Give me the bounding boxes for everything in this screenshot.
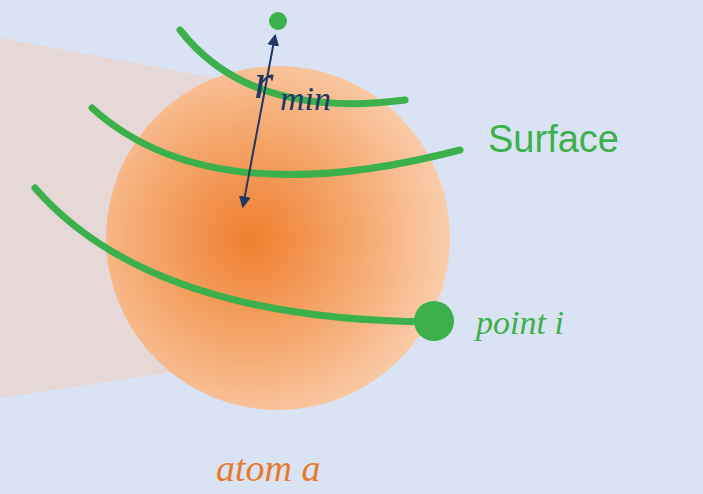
point-label: point i bbox=[476, 304, 564, 342]
distance-subscript: min bbox=[280, 80, 331, 118]
surface-point bbox=[414, 301, 454, 341]
atom-sphere bbox=[106, 66, 450, 410]
distance-symbol: r bbox=[254, 52, 273, 110]
surface-arc bbox=[35, 188, 432, 322]
atom-label: atom a bbox=[216, 446, 321, 490]
distance-arrow bbox=[243, 36, 275, 206]
surface-arc bbox=[92, 108, 460, 175]
surface-point bbox=[269, 12, 287, 30]
surface-label: Surface bbox=[488, 118, 619, 161]
